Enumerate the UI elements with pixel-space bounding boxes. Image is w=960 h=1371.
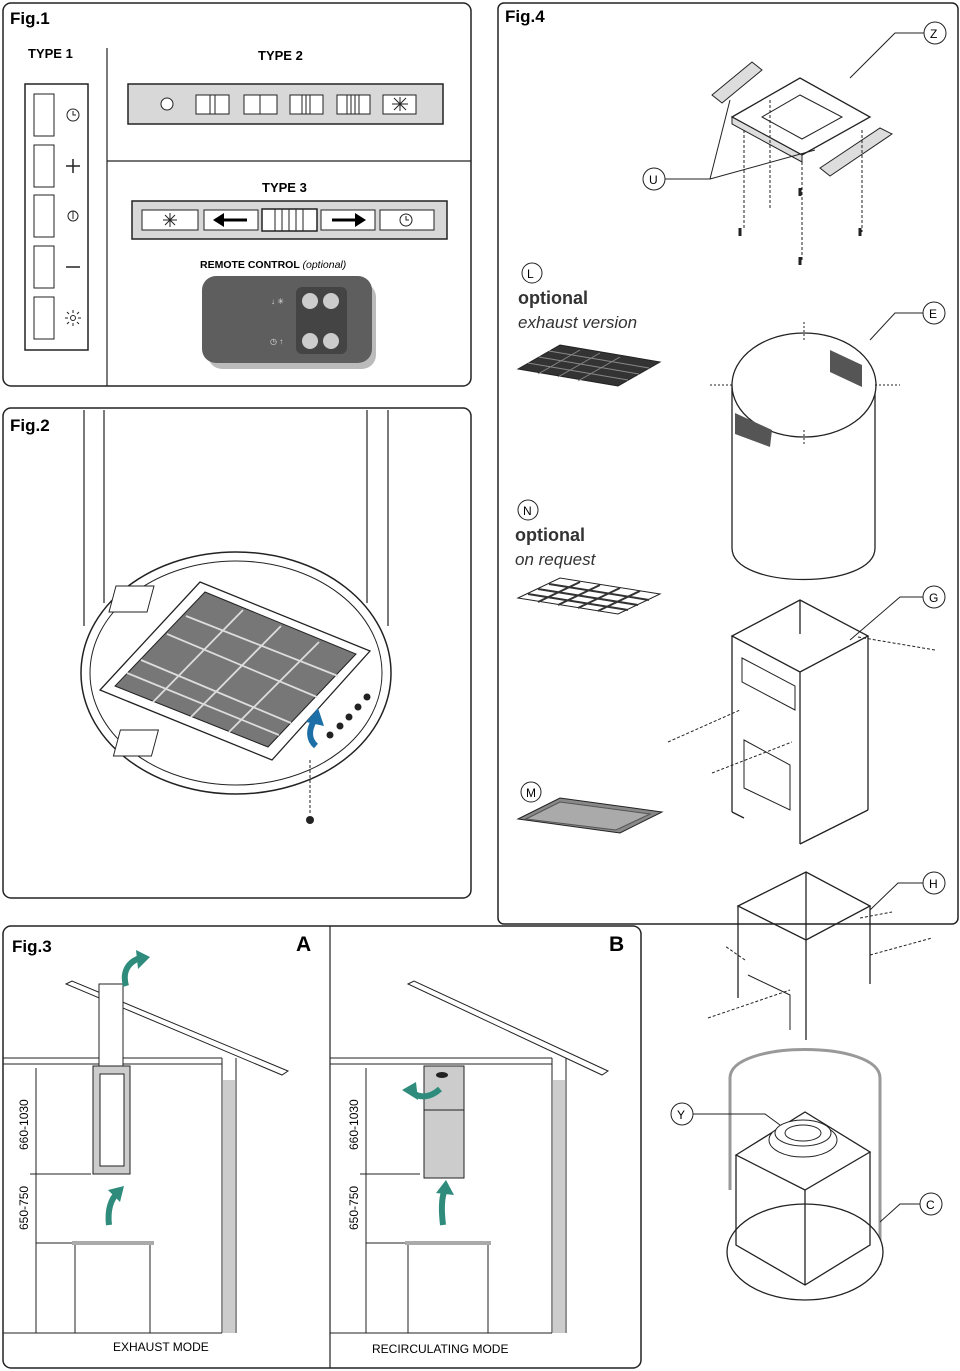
remote-control-label: REMOTE CONTROL (optional) — [200, 259, 346, 271]
arrow-right-icon — [332, 213, 366, 227]
type3-light-button[interactable] — [141, 209, 199, 231]
dimension-upper: 660-1030 — [347, 1099, 361, 1150]
fig1-panel: Fig.1 TYPE 1 TYPE 2 — [2, 2, 472, 387]
type3-increase-button[interactable] — [320, 209, 376, 231]
light-icon — [65, 310, 81, 326]
label-h: H — [929, 877, 938, 891]
light-icon — [163, 213, 177, 227]
type1-plus-button[interactable] — [33, 144, 80, 188]
l-optional-label: optional — [518, 288, 588, 308]
remote-button[interactable] — [323, 293, 339, 309]
vent-square — [112, 729, 160, 757]
dimension-lower: 650-750 — [347, 1186, 361, 1230]
type2-speed3-button[interactable] — [289, 94, 324, 115]
type2-speed1-button[interactable] — [195, 94, 230, 115]
remote-control: ↓ ✳ ◷ ↑ — [202, 276, 376, 369]
type3-label: TYPE 3 — [262, 180, 307, 195]
label-e: E — [929, 307, 937, 321]
plus-icon — [66, 159, 80, 173]
recirculating-mode-room: 660-1030 650-750 RECIRCULATING MODE — [330, 980, 610, 1356]
screw — [306, 816, 314, 824]
exhaust-mode-room: 660-1030 650-750 EXHAUST MODE — [3, 950, 290, 1354]
n-optional-label: optional — [515, 525, 585, 545]
type2-light-button[interactable] — [382, 94, 417, 115]
grease-filter — [98, 581, 372, 761]
type3-timer-button[interactable] — [379, 209, 435, 231]
dimension-upper: 660-1030 — [17, 1099, 31, 1150]
part-n-filter — [516, 577, 662, 615]
label-n: N — [523, 504, 532, 518]
light-icon — [392, 97, 408, 111]
svg-text:↓ ✳: ↓ ✳ — [271, 297, 284, 306]
dimension-lower: 650-750 — [17, 1186, 31, 1230]
part-z-bracket — [711, 61, 893, 265]
svg-text:◷ ↑: ◷ ↑ — [270, 337, 283, 346]
type2-speed2-button[interactable] — [243, 94, 278, 115]
panel-b-label: B — [609, 933, 624, 956]
remote-button[interactable] — [302, 293, 318, 309]
panel-a-label: A — [296, 933, 311, 956]
part-c-motor-unit — [726, 1048, 884, 1301]
hood-body — [423, 1065, 465, 1179]
label-m: M — [526, 786, 536, 800]
label-z: Z — [930, 27, 937, 41]
exhaust-mode-label: EXHAUST MODE — [113, 1340, 209, 1354]
n-on-request-label: on request — [515, 550, 597, 569]
label-c: C — [926, 1198, 935, 1212]
label-g: G — [929, 591, 938, 605]
type3-decrease-button[interactable] — [203, 209, 259, 231]
l-exhaust-version-label: exhaust version — [518, 313, 637, 332]
part-e-chimney-cylinder — [710, 322, 900, 581]
label-y: Y — [677, 1108, 685, 1122]
airflow-arrow-icon — [438, 1191, 447, 1226]
part-h-frame — [707, 871, 933, 1040]
fig3-title: Fig.3 — [12, 937, 52, 956]
part-g-frame — [667, 599, 936, 845]
type2-speed4-button[interactable] — [336, 94, 371, 115]
type1-control-panel — [24, 83, 89, 351]
type1-timer-button[interactable] — [33, 93, 80, 137]
type1-power-button[interactable] — [33, 194, 79, 238]
fig1-title: Fig.1 — [10, 9, 50, 28]
type1-light-button[interactable] — [33, 296, 81, 340]
fig2-panel: Fig.2 — [2, 407, 472, 899]
control-buttons — [326, 693, 371, 739]
fig4-title: Fig.4 — [505, 7, 545, 26]
vent-square — [108, 585, 155, 613]
type2-label: TYPE 2 — [258, 48, 303, 63]
fig3-panel: Fig.3 A B 660-1030 650-750 EXHAUST MODE — [2, 925, 642, 1369]
part-l-charcoal-filter — [516, 344, 662, 387]
label-l: L — [527, 267, 534, 281]
type2-control-panel — [127, 83, 444, 125]
recirculating-mode-label: RECIRCULATING MODE — [372, 1342, 508, 1356]
arrow-left-icon — [213, 213, 247, 227]
fig4-panel: Fig.4 Z U L optional exhaust version — [497, 2, 959, 1301]
type1-label: TYPE 1 — [28, 46, 73, 61]
timer-icon — [66, 108, 80, 122]
remote-button[interactable] — [302, 333, 318, 349]
label-u: U — [649, 173, 658, 187]
type2-indicator-led — [160, 97, 174, 111]
power-icon — [67, 210, 79, 222]
type3-control-panel — [131, 200, 448, 240]
type3-speed-indicator — [261, 208, 318, 232]
remote-button[interactable] — [323, 333, 339, 349]
type1-minus-button[interactable] — [33, 245, 80, 289]
timer-icon — [399, 213, 413, 227]
part-m-grease-filter — [516, 797, 664, 834]
fig2-title: Fig.2 — [10, 416, 50, 435]
